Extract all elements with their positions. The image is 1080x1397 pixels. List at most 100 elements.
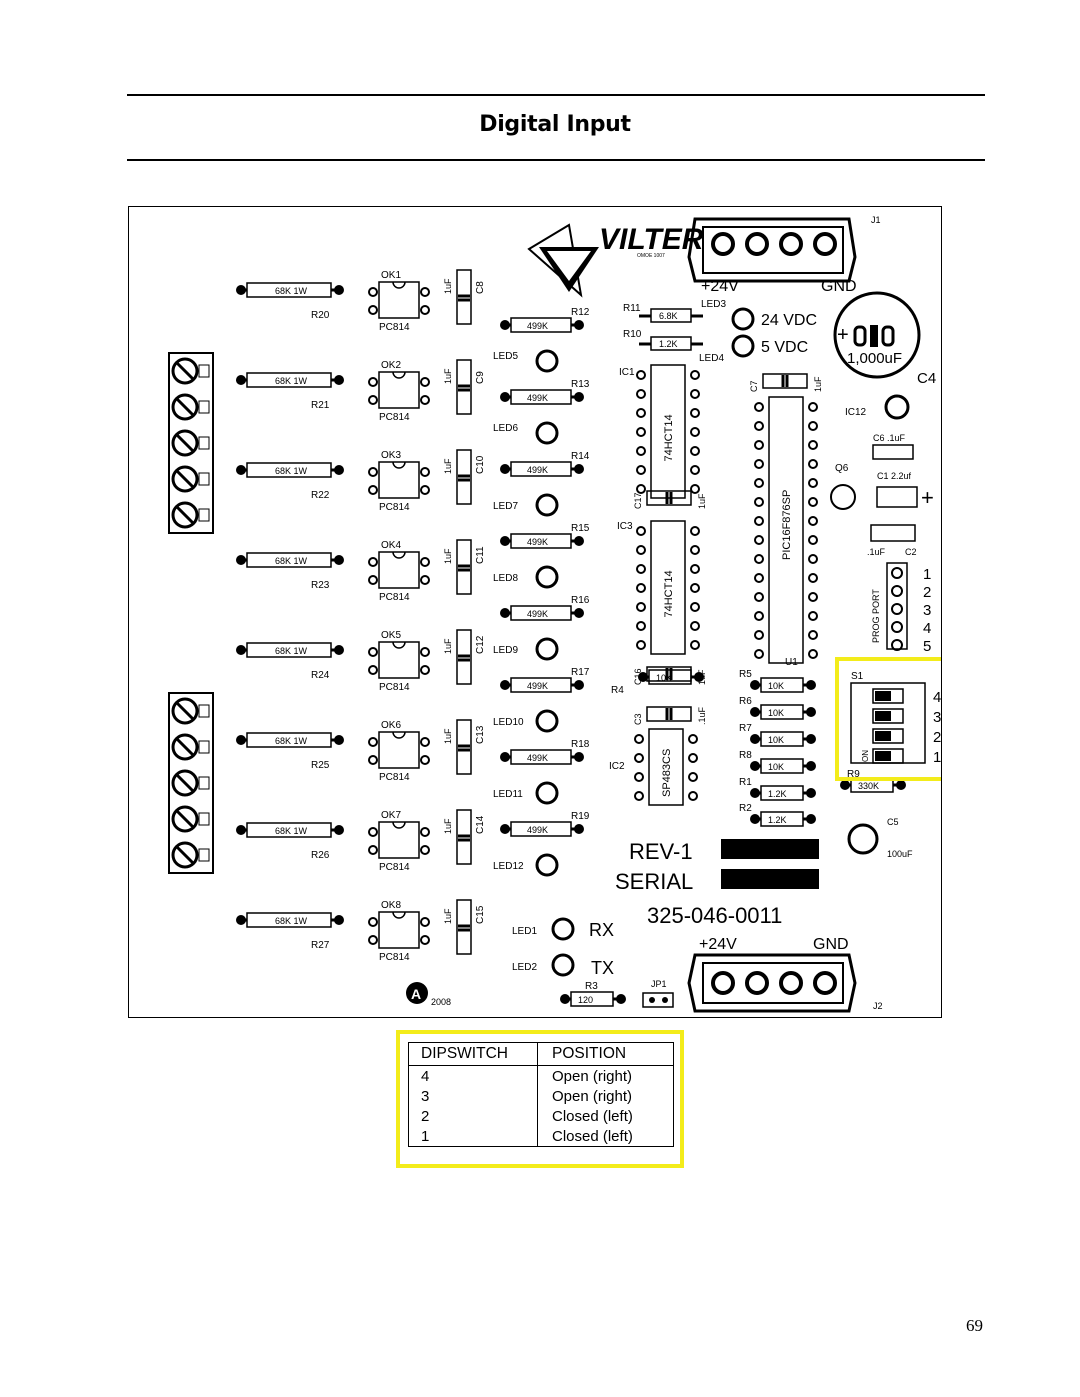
switch-slot — [872, 728, 904, 744]
resistor-ref: R21 — [311, 400, 330, 411]
position-cell: Open (right) — [537, 1065, 674, 1086]
switch-slot — [872, 688, 904, 704]
led-icon — [535, 421, 559, 445]
opto-part: PC814 — [379, 592, 410, 603]
transistor — [830, 484, 856, 510]
resistor-value: 68K 1W — [275, 736, 308, 746]
optocoupler — [378, 371, 420, 409]
capacitor — [646, 490, 692, 506]
jp1-label: JP1 — [651, 979, 667, 989]
prog-port-pin: 3 — [923, 602, 931, 619]
screw-icon — [171, 429, 199, 457]
resistor-ref: R14 — [571, 451, 590, 462]
position-cell: Closed (left) — [537, 1106, 674, 1126]
resistor-ref: R8 — [739, 750, 752, 761]
cap-ref: C12 — [475, 635, 486, 654]
resistor-value: 68K 1W — [275, 646, 308, 656]
logo-small-text: OMOE 1007 — [637, 253, 665, 259]
prog-port-pin: 2 — [923, 584, 931, 601]
resistor-ref: R7 — [739, 723, 752, 734]
screw-icon — [171, 393, 199, 421]
resistor-ref: R2 — [739, 803, 752, 814]
resistor-value: 330K — [858, 781, 879, 791]
table-highlight — [396, 1030, 684, 1168]
ic-ref: IC3 — [617, 521, 633, 532]
led-icon — [535, 493, 559, 517]
regulator — [884, 394, 910, 420]
opto-ref: OK3 — [381, 450, 401, 461]
serial-label: SERIAL — [615, 869, 693, 894]
s1-ref: S1 — [851, 671, 864, 682]
q6-ref: Q6 — [835, 463, 849, 474]
page-number: 69 — [966, 1316, 983, 1335]
capacitor — [456, 449, 472, 505]
cap-ref: C13 — [475, 725, 486, 744]
switch-position-label: 3 — [933, 709, 941, 726]
resistor-ref: R4 — [611, 685, 624, 696]
led-icon — [535, 637, 559, 661]
resistor-value: 10K — [768, 708, 784, 718]
opto-ref: OK4 — [381, 540, 401, 551]
capacitor — [646, 706, 692, 722]
resistor-ref: R25 — [311, 760, 330, 771]
top-rule — [127, 94, 985, 96]
svg-text:+: + — [837, 324, 849, 346]
capacitor — [456, 359, 472, 415]
resistor-ref: R5 — [739, 669, 752, 680]
prog-port-pin: 5 — [923, 638, 931, 655]
r11-ref: R11 — [623, 303, 641, 314]
resistor-value: 10K — [656, 673, 672, 683]
cap-value: 1uF — [443, 368, 453, 384]
c2-value: .1uF — [867, 547, 886, 557]
resistor-value: 10K — [768, 735, 784, 745]
cap-value: .1uF — [697, 706, 707, 725]
cap-ref: C16 — [633, 668, 643, 685]
cap-ref: C11 — [475, 546, 486, 564]
switch-position-label: 2 — [933, 729, 941, 746]
rx-label: RX — [589, 920, 614, 940]
led-label: LED7 — [493, 501, 518, 512]
cap-value: 1uF — [443, 548, 453, 564]
circuit-board-diagram: VILTER OMOE 1007 J1 +24V GND J2 +24V GND — [128, 206, 942, 1018]
switch-position-label: 4 — [933, 689, 941, 706]
resistor-ref: R15 — [571, 523, 590, 534]
capacitor — [456, 539, 472, 595]
capacitor — [456, 269, 472, 325]
table-header-row: DIPSWITCH POSITION — [408, 1042, 674, 1066]
ic-part: 74HCT14 — [663, 570, 675, 617]
switch-slot — [872, 708, 904, 724]
c5-ref: C5 — [887, 817, 899, 827]
capacitor — [876, 486, 918, 508]
screw-icon — [171, 733, 199, 761]
resistor-value: 499K — [527, 681, 548, 691]
cap-ref: C8 — [475, 281, 486, 294]
opto-part: PC814 — [379, 502, 410, 513]
ic-part: PIC16F876SP — [781, 490, 793, 560]
j1-left-label: +24V — [701, 278, 739, 295]
cap-ref: C14 — [475, 815, 486, 834]
column-header-position: POSITION — [537, 1042, 674, 1066]
opto-part: PC814 — [379, 412, 410, 423]
optocoupler — [378, 731, 420, 769]
column-header-dipswitch: DIPSWITCH — [408, 1042, 538, 1066]
resistor-value: 68K 1W — [275, 826, 308, 836]
dipswitch-cell: 4 — [408, 1065, 538, 1086]
resistor-value: 1.2K — [768, 789, 787, 799]
opto-ref: OK1 — [381, 270, 401, 281]
cap-value: 1uF — [443, 908, 453, 924]
year-label: 2008 — [431, 997, 451, 1007]
opto-ref: OK8 — [381, 900, 401, 911]
dipswitch-cell: 3 — [408, 1086, 538, 1106]
resistor-value: 68K 1W — [275, 286, 308, 296]
opto-part: PC814 — [379, 772, 410, 783]
resistor-ref: R20 — [311, 310, 330, 321]
screw-icon — [171, 357, 199, 385]
opto-part: PC814 — [379, 952, 410, 963]
resistor-value: 499K — [527, 465, 548, 475]
